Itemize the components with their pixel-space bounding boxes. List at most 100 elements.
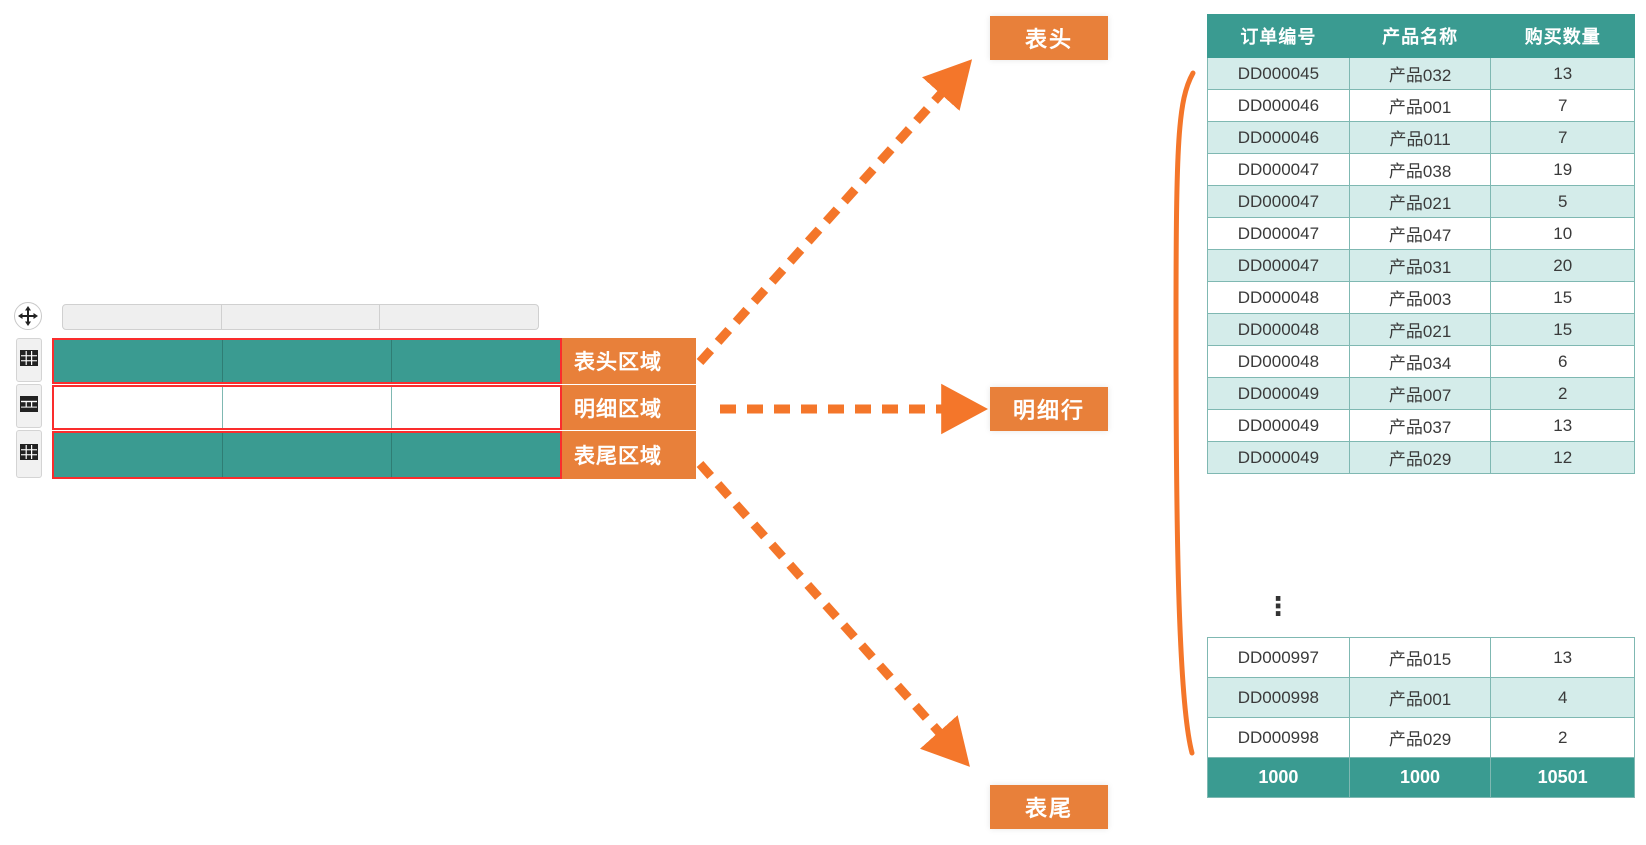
cell-order-id: DD000048 xyxy=(1207,345,1350,378)
cell-product-name: 产品034 xyxy=(1348,345,1492,378)
cell-order-id: DD000047 xyxy=(1207,249,1350,282)
cell-quantity: 20 xyxy=(1490,249,1635,282)
table-header-row-icon xyxy=(20,349,38,371)
band-cell[interactable] xyxy=(391,387,560,428)
footer-order-count: 1000 xyxy=(1207,757,1350,798)
footer-quantity-total: 10501 xyxy=(1490,757,1635,798)
band-cell[interactable] xyxy=(54,433,222,477)
column-header-strip xyxy=(62,304,540,330)
table-header-row: 订单编号 产品名称 购买数量 xyxy=(1207,14,1635,58)
row-handle-detail[interactable] xyxy=(16,384,42,428)
cell-product-name: 产品038 xyxy=(1348,153,1492,186)
cell-order-id: DD000997 xyxy=(1207,637,1350,678)
cell-product-name: 产品001 xyxy=(1348,89,1492,122)
cell-order-id: DD000049 xyxy=(1207,441,1350,474)
table-truncation-ellipsis: ⋮ xyxy=(1265,591,1291,621)
cell-product-name: 产品029 xyxy=(1348,441,1492,474)
cell-order-id: DD000998 xyxy=(1207,717,1350,758)
cell-quantity: 2 xyxy=(1490,717,1635,758)
table-footer-row-icon xyxy=(20,443,38,465)
cell-order-id: DD000047 xyxy=(1207,217,1350,250)
cell-product-name: 产品029 xyxy=(1348,717,1492,758)
cell-product-name: 产品037 xyxy=(1348,409,1492,442)
cell-order-id: DD000046 xyxy=(1207,89,1350,122)
band-cell[interactable] xyxy=(54,340,222,382)
cell-quantity: 15 xyxy=(1490,281,1635,314)
column-header-order-id: 订单编号 xyxy=(1207,14,1350,58)
stage-badge-detail: 明细行 xyxy=(990,387,1108,431)
cell-quantity: 7 xyxy=(1490,121,1635,154)
band-cell[interactable] xyxy=(391,340,560,382)
arrow-to-footer xyxy=(696,461,970,767)
cell-quantity: 5 xyxy=(1490,185,1635,218)
column-header-cell[interactable] xyxy=(221,304,381,330)
arrow-to-header xyxy=(696,59,973,366)
cell-quantity: 4 xyxy=(1490,677,1635,718)
cell-product-name: 产品047 xyxy=(1348,217,1492,250)
region-label-detail: 明细区域 xyxy=(562,385,696,430)
cell-order-id: DD000048 xyxy=(1207,281,1350,314)
cell-order-id: DD000048 xyxy=(1207,313,1350,346)
band-cell[interactable] xyxy=(391,433,560,477)
stage-badge-footer: 表尾 xyxy=(990,785,1108,829)
band-footer-area[interactable] xyxy=(52,431,562,479)
region-label-footer: 表尾区域 xyxy=(562,431,696,479)
band-header-area[interactable] xyxy=(52,338,562,384)
table-designer-mockup: 表头区域 明细区域 表尾区域 xyxy=(14,296,696,488)
cell-order-id: DD000046 xyxy=(1207,121,1350,154)
cell-order-id: DD000998 xyxy=(1207,677,1350,718)
column-header-cell[interactable] xyxy=(62,304,222,330)
column-header-product-name: 产品名称 xyxy=(1348,14,1492,58)
band-detail-area[interactable] xyxy=(52,385,562,430)
cell-quantity: 13 xyxy=(1490,637,1635,678)
region-label-header: 表头区域 xyxy=(562,338,696,384)
cell-order-id: DD000047 xyxy=(1207,185,1350,218)
cell-quantity: 6 xyxy=(1490,345,1635,378)
cell-quantity: 13 xyxy=(1490,409,1635,442)
stage-badge-header: 表头 xyxy=(990,16,1108,60)
move-4way-icon[interactable] xyxy=(14,302,42,330)
cell-product-name: 产品032 xyxy=(1348,57,1492,90)
cell-quantity: 13 xyxy=(1490,57,1635,90)
band-cell[interactable] xyxy=(222,387,391,428)
cell-order-id: DD000047 xyxy=(1207,153,1350,186)
cell-quantity: 2 xyxy=(1490,377,1635,410)
band-cell[interactable] xyxy=(54,387,222,428)
column-header-cell[interactable] xyxy=(380,304,540,330)
cell-quantity: 10 xyxy=(1490,217,1635,250)
cell-product-name: 产品011 xyxy=(1348,121,1492,154)
column-header-quantity: 购买数量 xyxy=(1490,14,1635,58)
cell-product-name: 产品031 xyxy=(1348,249,1492,282)
cell-product-name: 产品003 xyxy=(1348,281,1492,314)
detail-rows-bracket xyxy=(1173,70,1196,756)
row-handle-header[interactable] xyxy=(16,338,42,382)
band-cell[interactable] xyxy=(222,433,391,477)
cell-product-name: 产品021 xyxy=(1348,313,1492,346)
row-handle-footer[interactable] xyxy=(16,430,42,478)
cell-order-id: DD000049 xyxy=(1207,377,1350,410)
footer-product-count: 1000 xyxy=(1348,757,1492,798)
cell-product-name: 产品007 xyxy=(1348,377,1492,410)
cell-quantity: 19 xyxy=(1490,153,1635,186)
band-cell[interactable] xyxy=(222,340,391,382)
table-detail-row-icon xyxy=(20,395,38,417)
cell-quantity: 7 xyxy=(1490,89,1635,122)
cell-quantity: 12 xyxy=(1490,441,1635,474)
cell-product-name: 产品021 xyxy=(1348,185,1492,218)
